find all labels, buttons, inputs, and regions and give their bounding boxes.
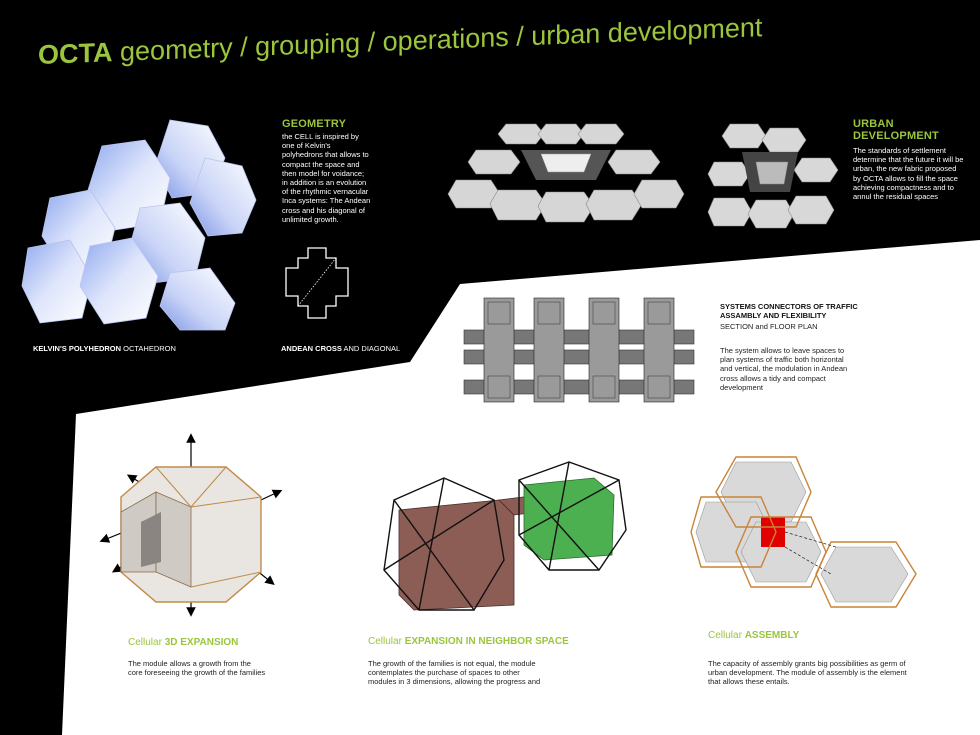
systems-floor-plan [463, 297, 695, 403]
assembly-heading: Cellular ASSEMBLY [708, 630, 800, 641]
geometry-heading: GEOMETRY [282, 118, 347, 130]
andean-cross-diagram [285, 247, 349, 319]
kelvin-polyhedron-cluster-image [21, 119, 257, 331]
expansion3d-body: The module allows a growth from the core… [128, 659, 266, 678]
urban-fabric-render-large [447, 123, 685, 223]
neighbor-heading: Cellular EXPANSION IN NEIGHBOR SPACE [368, 636, 569, 647]
kelvin-caption: KELVIN'S POLYHEDRON OCTAHEDRON [33, 344, 176, 353]
urban-body: The standards of settlement determine th… [853, 146, 964, 202]
urban-heading: URBAN DEVELOPMENT [853, 118, 939, 142]
urban-fabric-render-small [707, 123, 839, 229]
systems-body: The system allows to leave spaces to pla… [720, 346, 848, 392]
systems-subheading: SECTION and FLOOR PLAN [720, 322, 818, 331]
neighbor-expansion-render [383, 461, 627, 611]
geometry-body: the CELL is inspired by one of Kelvin's … [282, 132, 371, 224]
systems-heading: SYSTEMS CONNECTORS OF TRAFFIC ASSAMBLY A… [720, 302, 858, 320]
assembly-body: The capacity of assembly grants big poss… [708, 659, 907, 687]
andean-cross-caption: ANDEAN CROSS AND DIAGONAL [281, 344, 401, 353]
neighbor-body: The growth of the families is not equal,… [368, 659, 541, 687]
expansion3d-heading: Cellular 3D EXPANSION [128, 637, 239, 648]
cell-3d-expansion-render [99, 433, 283, 617]
assembly-render [690, 456, 917, 608]
title-brand: OCTA [38, 37, 113, 70]
